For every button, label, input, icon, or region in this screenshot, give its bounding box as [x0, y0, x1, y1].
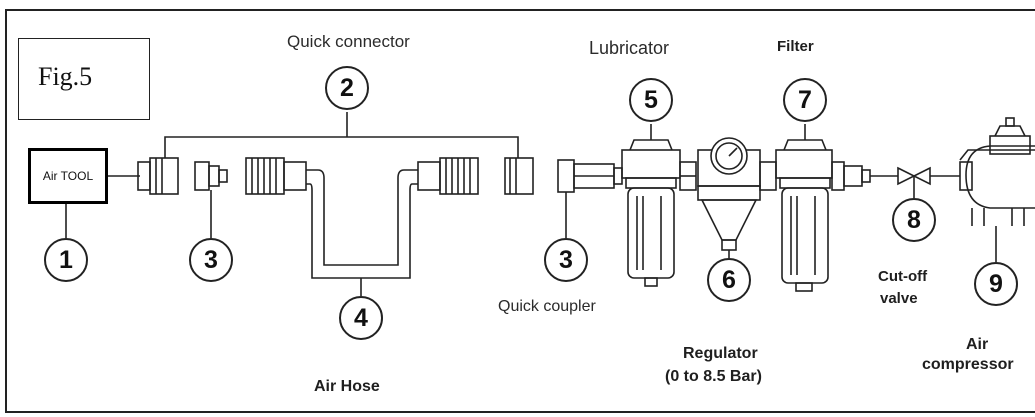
callout-8: 8 — [892, 198, 936, 242]
callout-3-right: 3 — [544, 238, 588, 282]
quick-connector-label: Quick connector — [287, 32, 410, 51]
quick-connector-right — [504, 157, 534, 195]
regulator-range-label: (0 to 8.5 Bar) — [665, 368, 762, 385]
filter-unit — [775, 124, 871, 292]
cutoff-valve — [897, 166, 960, 198]
cutoff-valve-label-line2: valve — [880, 290, 918, 307]
compressor-unit — [959, 117, 1035, 262]
callout-2: 2 — [325, 66, 369, 110]
quick-coupler-right — [557, 159, 615, 238]
quick-coupler-label: Quick coupler — [498, 298, 596, 315]
cutoff-valve-label-line1: Cut-off — [878, 268, 928, 285]
callout-5: 5 — [629, 78, 673, 122]
air-hose — [306, 169, 418, 296]
callout-7: 7 — [783, 78, 827, 122]
outer-frame — [5, 9, 1035, 413]
regulator-unit — [697, 137, 777, 258]
figure-label: Fig.5 — [38, 62, 93, 91]
compressor-label-line1: Air — [966, 336, 989, 353]
air-hose-label: Air Hose — [314, 378, 380, 395]
callout-4: 4 — [339, 296, 383, 340]
compressor-label-line2: compressor — [922, 356, 1014, 373]
callout-3-left: 3 — [189, 238, 233, 282]
figure-label-box — [18, 38, 150, 120]
air-tool-box: Air TOOL — [28, 148, 108, 204]
quick-connector-left — [137, 157, 179, 195]
regulator-label: Regulator — [683, 345, 758, 362]
callout-1: 1 — [44, 238, 88, 282]
quick-coupler-plug-left — [194, 161, 228, 238]
lubricator-unit — [613, 124, 697, 287]
hose-fitting-left — [245, 157, 307, 195]
lubricator-label: Lubricator — [589, 38, 670, 58]
callout-6: 6 — [707, 258, 751, 302]
air-tool-label: Air TOOL — [42, 169, 94, 183]
hose-fitting-right — [417, 157, 479, 195]
filter-label: Filter — [777, 38, 814, 55]
callout-9: 9 — [974, 262, 1018, 306]
connector-bracket — [164, 136, 519, 158]
